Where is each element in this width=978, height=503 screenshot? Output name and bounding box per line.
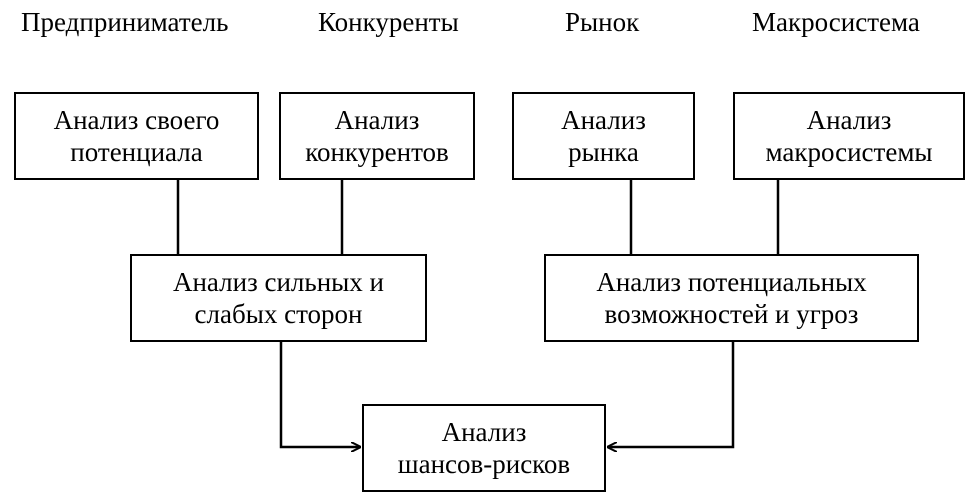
box-own-potential-analysis: Анализ своего потенциала xyxy=(14,92,259,180)
box-strengths-weaknesses-analysis: Анализ сильных и слабых сторон xyxy=(130,254,427,342)
box-competitors-analysis: Анализ конкурентов xyxy=(279,92,475,180)
box-opportunities-threats-analysis: Анализ потенциальных возможностей и угро… xyxy=(544,254,919,342)
box-macrosystem-analysis: Анализ макросистемы xyxy=(733,92,965,180)
arrow-strengths-to-chances xyxy=(279,342,360,447)
box-market-analysis: Анализ рынка xyxy=(512,92,695,180)
header-macrosystem: Макросистема xyxy=(752,7,920,37)
header-entrepreneur: Предприниматель xyxy=(21,7,229,37)
box-chances-risks-analysis: Анализ шансов-рисков xyxy=(362,404,606,492)
arrow-opportunities-to-chances xyxy=(608,342,735,447)
header-market: Рынок xyxy=(565,7,640,37)
header-competitors: Конкуренты xyxy=(318,7,459,37)
